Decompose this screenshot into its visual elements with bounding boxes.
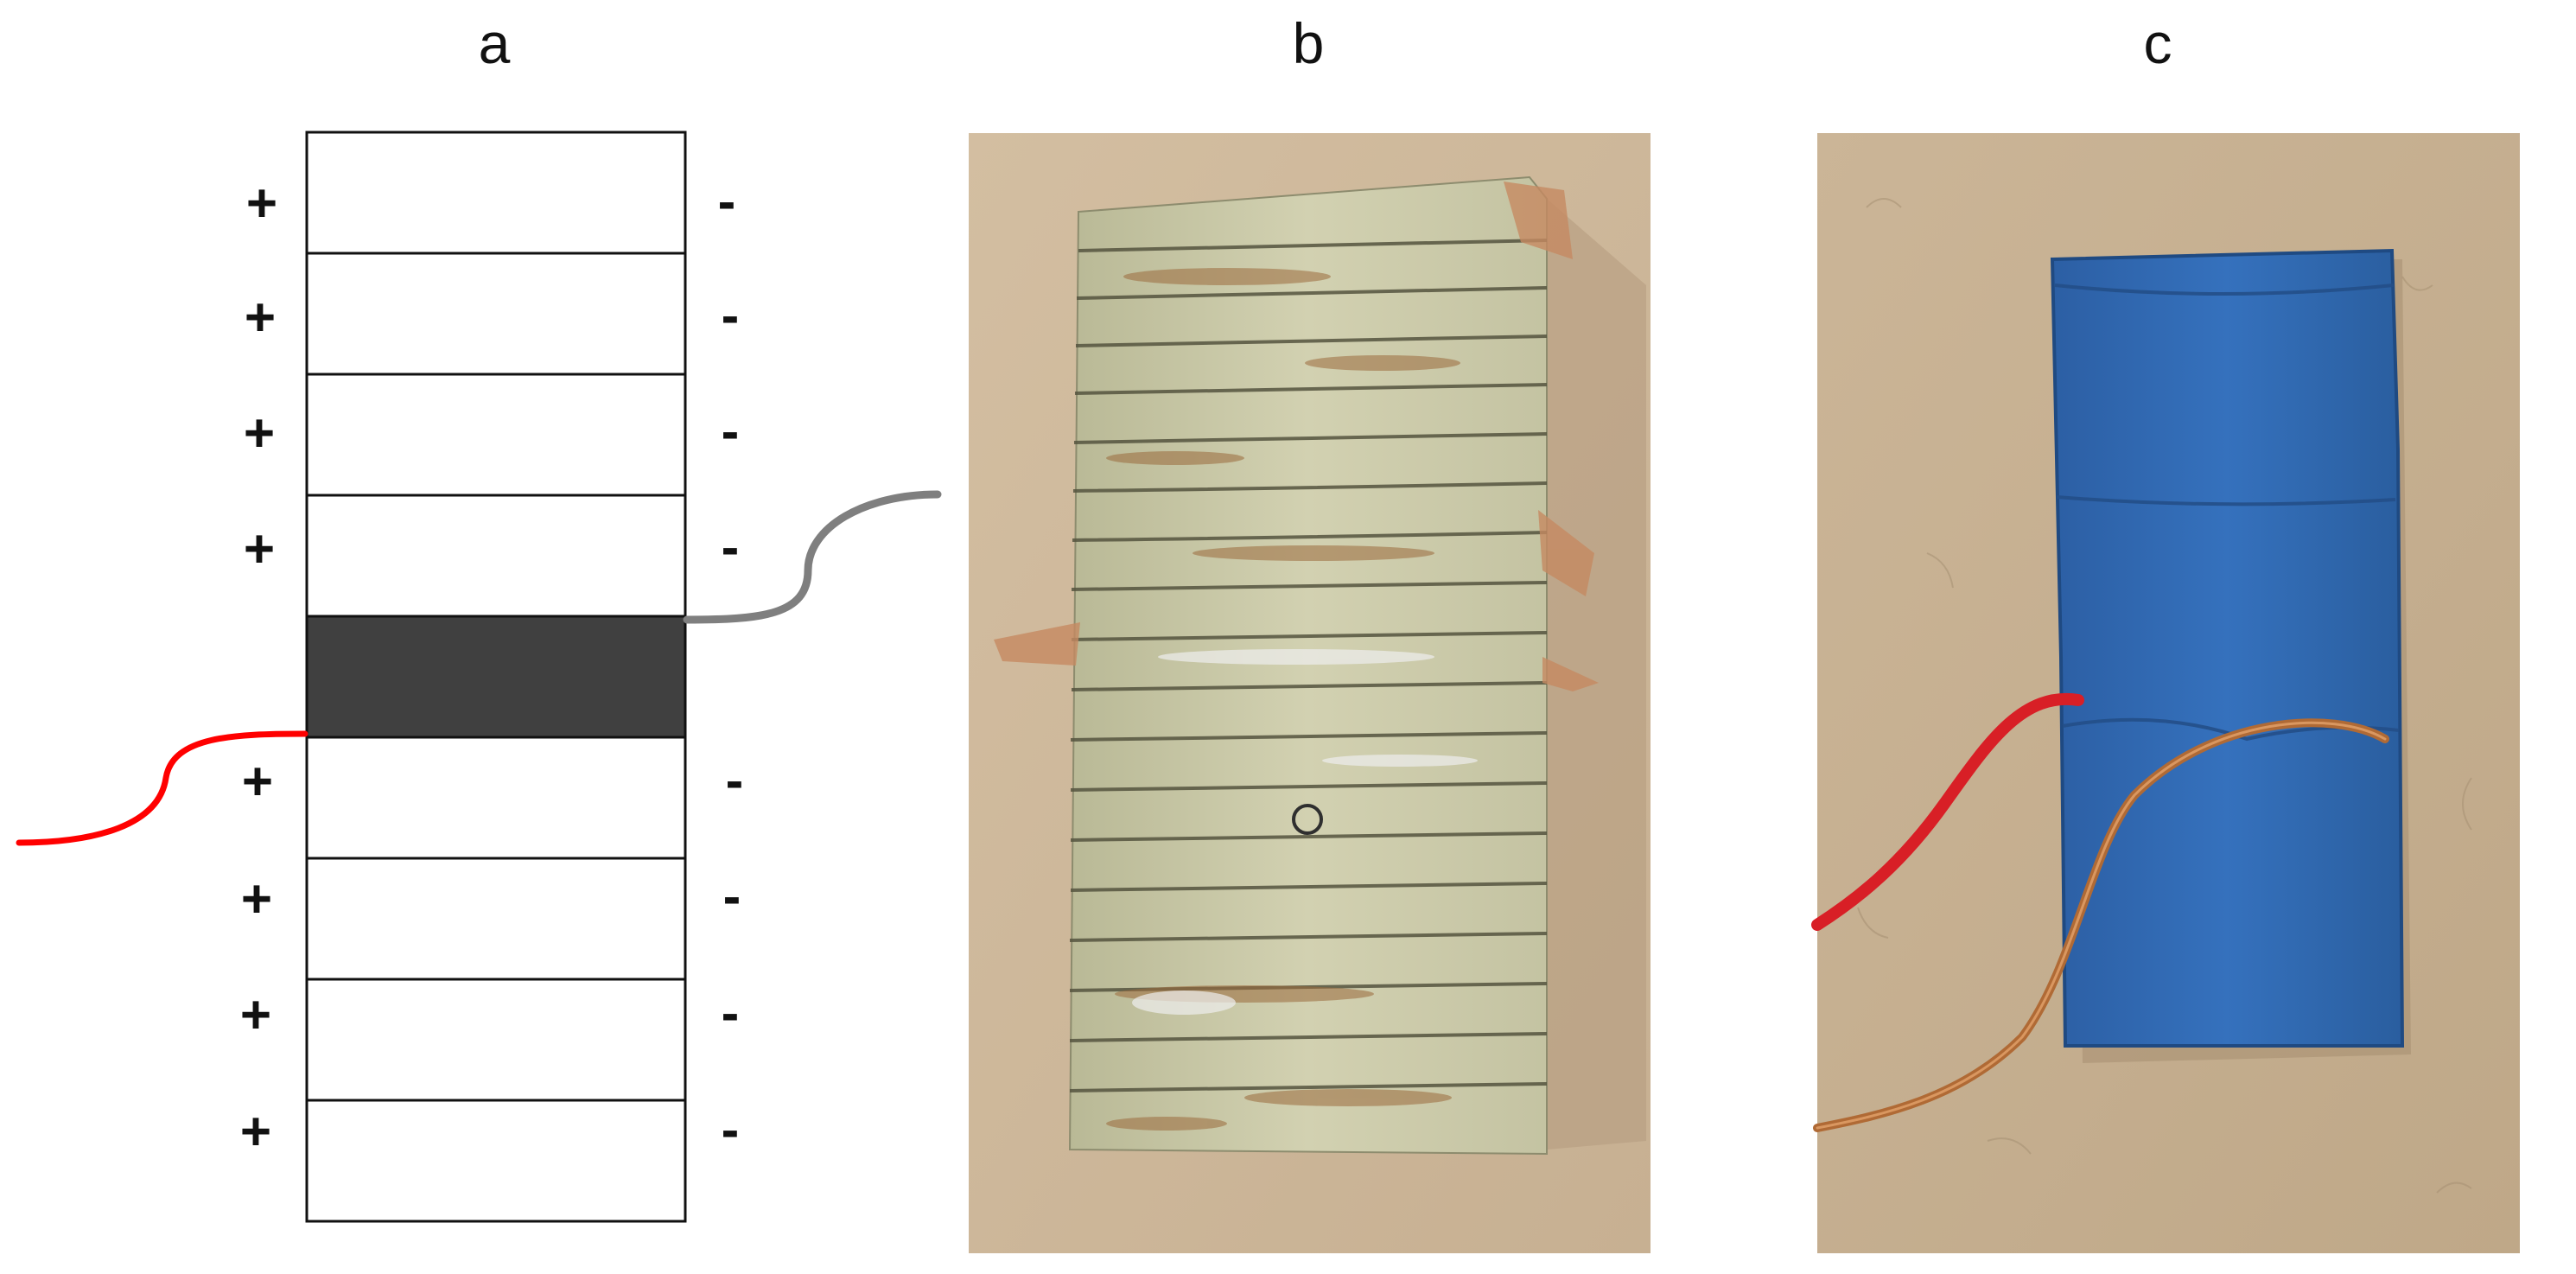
- plus-sign: +: [242, 752, 273, 812]
- plus-sign: +: [245, 288, 276, 347]
- minus-sign: -: [722, 402, 740, 462]
- panel-label-c: c: [2143, 11, 2172, 75]
- panel-label-a: a: [478, 11, 511, 75]
- stack-layer-2: [305, 252, 687, 376]
- plus-sign: +: [244, 404, 275, 463]
- minus-sign: -: [723, 867, 741, 927]
- plus-sign: +: [240, 985, 271, 1045]
- stack-layer-5: [305, 736, 687, 860]
- blue-tape-block: [2050, 248, 2405, 1048]
- plus-sign: +: [244, 519, 275, 579]
- stack-layer-4: [305, 494, 687, 618]
- red-wire: [16, 730, 308, 846]
- minus-sign: -: [718, 172, 736, 232]
- stack-layer-8: [305, 1099, 687, 1223]
- photo-stacked-discs: [969, 133, 1651, 1253]
- plus-sign: +: [240, 1102, 271, 1162]
- minus-sign: -: [722, 518, 740, 577]
- panel-label-b: b: [1292, 11, 1325, 75]
- stack-layer-3: [305, 373, 687, 497]
- gray-wire: [683, 490, 942, 624]
- plus-sign: +: [246, 174, 277, 233]
- stack-layer-6: [305, 857, 687, 981]
- red-lead-wire: [1811, 692, 2084, 931]
- minus-sign: -: [722, 984, 740, 1043]
- schematic-stack: [305, 131, 687, 1223]
- stack-layer-1: [305, 131, 687, 255]
- minus-sign: -: [722, 1100, 740, 1160]
- stack-layer-7: [305, 978, 687, 1102]
- minus-sign: -: [726, 751, 744, 811]
- photo-taped-stack: [1811, 133, 2520, 1253]
- plus-sign: +: [241, 870, 272, 929]
- center-electrode-layer: [305, 615, 687, 739]
- minus-sign: -: [722, 286, 740, 346]
